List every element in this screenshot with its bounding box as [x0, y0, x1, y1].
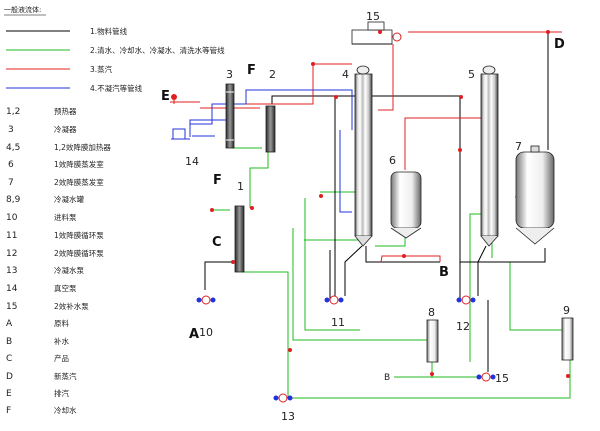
legend-item-8: 2效降膜循环泵 — [54, 248, 104, 258]
equipment-labels: 1 2 3 4 5 6 7 8 9 10 11 12 13 14 15 15 A… — [161, 10, 570, 423]
legend-vent-label: 4.不凝汽等管线 — [90, 83, 143, 93]
label-10: 10 — [199, 326, 213, 339]
label-9: 9 — [563, 304, 570, 317]
label-C: C — [212, 235, 222, 250]
label-D: D — [554, 37, 565, 52]
legend-item-14: 产品 — [54, 353, 69, 363]
condensate-tank-8 — [426, 319, 439, 363]
legend-key-3: 6 — [8, 160, 14, 170]
legend-item-6: 进料泵 — [54, 212, 77, 222]
legend-key-1: 3 — [8, 125, 14, 135]
evaporation-chamber-6 — [390, 171, 422, 239]
preheater-1 — [234, 205, 245, 273]
legend-item-12: 原料 — [54, 318, 69, 328]
condensate-pump-13 — [273, 393, 293, 403]
label-B-left: B — [384, 373, 390, 383]
legend-item-7: 1效降膜循环泵 — [54, 230, 104, 240]
label-2: 2 — [269, 68, 276, 81]
label-3: 3 — [226, 68, 233, 81]
condenser-3 — [225, 83, 235, 149]
feed-pump-10 — [196, 295, 216, 305]
label-1: 1 — [237, 180, 244, 193]
legend-key-14: C — [6, 354, 12, 364]
condensate-tank-9 — [561, 317, 574, 361]
label-13: 13 — [281, 410, 295, 423]
makeup-pump-15-top — [351, 21, 402, 45]
label-E: E — [161, 89, 170, 104]
water-pipes — [212, 147, 571, 399]
legend-steam-label: 3.蒸汽 — [90, 64, 113, 74]
legend-key-11: 15 — [6, 302, 17, 312]
circulation-pump-12 — [456, 295, 476, 305]
legend-key-12: A — [6, 319, 13, 329]
legend-key-9: 13 — [6, 266, 17, 276]
label-15-bottom: 15 — [495, 372, 509, 385]
legend-item-5: 冷凝水罐 — [54, 194, 84, 204]
label-A: A — [189, 327, 199, 342]
label-B-mid: B — [439, 265, 449, 280]
label-4: 4 — [342, 68, 349, 81]
legend-item-11: 2效补水泵 — [54, 301, 89, 311]
legend: 一般液流体: 1.物料管线 2.清水、冷却水、冷凝水、清洗水等管线 3.蒸汽 4… — [4, 5, 225, 416]
legend-key-17: F — [6, 406, 11, 416]
legend-key-6: 10 — [6, 213, 18, 223]
legend-item-1: 冷凝器 — [54, 124, 77, 134]
legend-key-15: D — [6, 372, 13, 382]
label-5: 5 — [468, 68, 475, 81]
legend-key-4: 7 — [8, 178, 14, 188]
legend-item-10: 真空泵 — [54, 283, 77, 293]
circulation-pump-11 — [324, 295, 344, 305]
legend-item-0: 预热器 — [54, 106, 77, 116]
valve-markers — [210, 30, 570, 378]
preheater-2 — [265, 105, 276, 153]
legend-item-2: 1,2效降膜加热器 — [54, 142, 111, 152]
label-11: 11 — [331, 316, 345, 329]
falling-film-heater-4 — [354, 65, 373, 247]
legend-key-2: 4,5 — [6, 143, 20, 153]
evaporation-chamber-7 — [515, 145, 555, 245]
legend-key-7: 11 — [6, 231, 17, 241]
legend-key-16: E — [6, 389, 12, 399]
legend-key-8: 12 — [6, 249, 17, 259]
makeup-pump-15-bottom — [476, 372, 496, 382]
label-6: 6 — [389, 154, 396, 167]
label-14: 14 — [185, 155, 199, 168]
legend-item-15: 新蒸汽 — [54, 371, 77, 381]
label-12: 12 — [456, 320, 470, 333]
legend-item-9: 冷凝水泵 — [54, 265, 84, 275]
legend-material-label: 1.物料管线 — [90, 26, 128, 36]
label-7: 7 — [515, 140, 522, 153]
legend-item-16: 排汽 — [54, 388, 69, 398]
legend-key-0: 1,2 — [6, 107, 20, 117]
legend-water-label: 2.清水、冷却水、冷凝水、清洗水等管线 — [90, 45, 225, 55]
legend-item-3: 1效降膜蒸发室 — [54, 159, 104, 169]
falling-film-heater-5 — [480, 65, 499, 247]
legend-key-13: B — [6, 337, 12, 347]
legend-header: 一般液流体: — [4, 5, 41, 14]
legend-item-13: 补水 — [54, 336, 69, 346]
label-F-bottom: F — [213, 173, 222, 188]
legend-key-10: 14 — [6, 284, 18, 294]
vacuum-pump-14 — [171, 94, 190, 140]
label-15-top: 15 — [366, 10, 380, 23]
legend-item-17: 冷却水 — [54, 405, 77, 415]
legend-key-5: 8,9 — [6, 195, 21, 205]
label-8: 8 — [428, 306, 435, 319]
legend-item-4: 2效降膜蒸发室 — [54, 177, 104, 187]
label-F-top: F — [247, 63, 256, 78]
